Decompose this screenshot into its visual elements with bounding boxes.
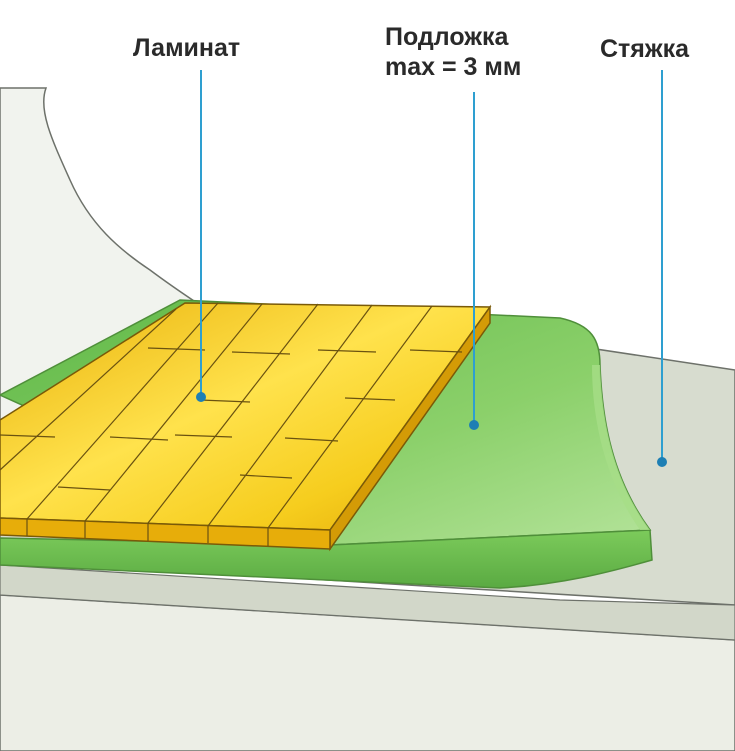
label-laminate: Ламинат xyxy=(133,34,241,62)
underlay-curl xyxy=(592,365,650,530)
leader-dot-laminate xyxy=(196,392,206,402)
wall xyxy=(0,87,202,421)
leader-lines xyxy=(200,70,663,462)
laminate-front-edge xyxy=(0,517,331,550)
label-underlay-line1: Подложка xyxy=(385,23,509,51)
leader-dot-underlay xyxy=(469,420,479,430)
label-underlay: Подложка max = 3 мм xyxy=(385,22,521,82)
front-edge-ticks xyxy=(26,519,269,546)
screed-top-strip xyxy=(0,564,735,641)
label-underlay-line2: max = 3 мм xyxy=(385,53,522,81)
label-screed: Стяжка xyxy=(600,35,690,63)
underlay-edge xyxy=(0,529,653,589)
leader-dot-screed xyxy=(657,457,667,467)
plank-seams xyxy=(0,302,433,529)
plank-joints xyxy=(0,347,463,491)
